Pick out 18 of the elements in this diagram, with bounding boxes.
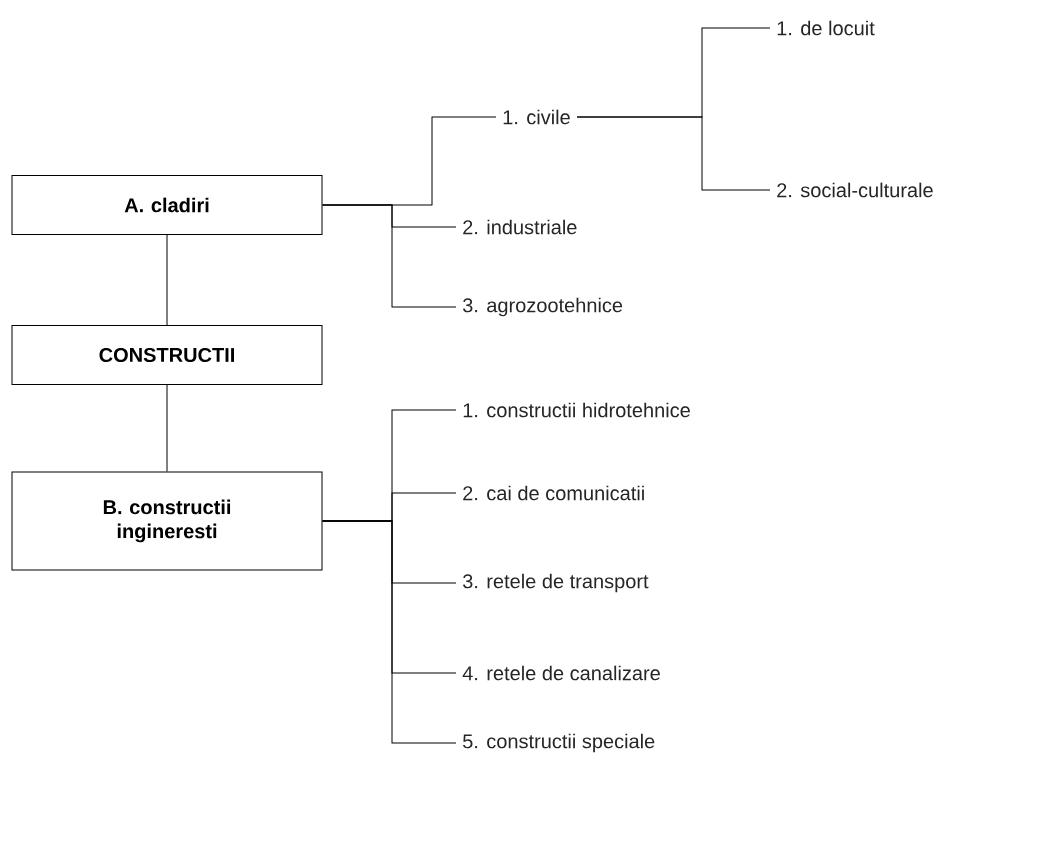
category-label: 1. civile <box>503 109 570 125</box>
category-label: 3. agrozootehnice <box>463 297 623 317</box>
category-box: B. constructii ingineresti <box>11 471 323 571</box>
category-label: 3. retele de transport <box>463 573 649 593</box>
connector-line <box>322 204 457 308</box>
category-label: 4. retele de canalizare <box>462 665 660 681</box>
connector-line <box>166 384 168 472</box>
category-label: 5. constructii speciale <box>463 733 655 753</box>
category-box: CONSTRUCTII <box>11 325 323 385</box>
category-label: 2. industriale <box>463 219 577 235</box>
category-label: 1. constructii hidrotehnice <box>463 402 690 418</box>
connector-line <box>322 520 457 744</box>
connector-line <box>576 116 771 191</box>
category-label: 1. de locuit <box>777 20 875 36</box>
category-box: A. cladiri <box>11 175 323 235</box>
category-label: 2. cai de comunicatii <box>463 485 644 501</box>
connector-line <box>166 234 168 326</box>
category-label: 2. social-culturale <box>777 182 933 198</box>
